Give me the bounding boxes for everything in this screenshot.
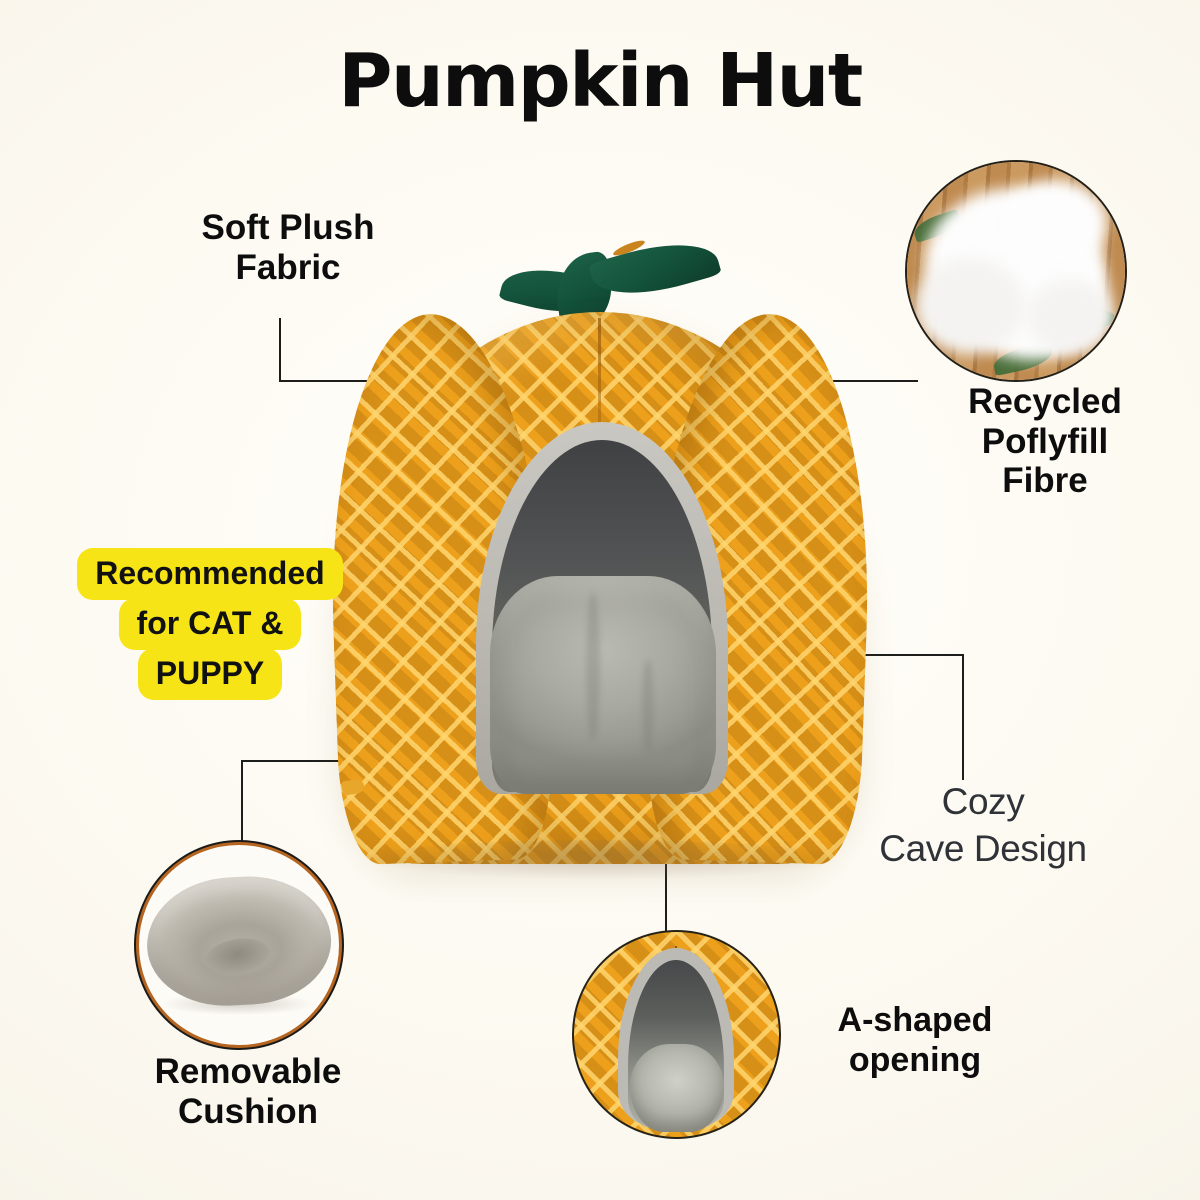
callout-label-recycled-polyfill-fibre: Recycled Poflyfill Fibre (968, 382, 1122, 501)
fibre-fluff (1003, 180, 1107, 264)
callout-label-soft-plush-fabric: Soft Plush Fabric (201, 208, 375, 287)
leader-line-cozy-horizontal (776, 654, 964, 656)
recommended-badge: Recommended for CAT & PUPPY (60, 548, 360, 700)
product-ground-shadow (362, 840, 840, 880)
page-title: Pumpkin Hut (338, 38, 863, 124)
leader-line-cushion-vertical (241, 761, 243, 847)
badge-line-3: PUPPY (137, 648, 283, 700)
cushion-inset-photo (136, 842, 342, 1048)
opening-inset-cushion (630, 1044, 724, 1132)
callout-label-a-shaped-opening: A-shaped opening (837, 1001, 993, 1080)
cushion-dimple (203, 934, 273, 978)
cushion-fold (642, 660, 654, 752)
inner-cushion (490, 576, 716, 794)
callout-label-cozy-cave-design: Cozy Cave Design (879, 781, 1087, 870)
badge-line-2: for CAT & (118, 598, 302, 650)
removable-cushion-object (143, 872, 335, 1010)
pumpkin-hut-product-image (320, 229, 880, 880)
callout-label-removable-cushion: Removable Cushion (154, 1052, 342, 1131)
fibre-fluff (1027, 280, 1113, 354)
badge-line-1: Recommended (77, 548, 343, 600)
cushion-fold (586, 592, 600, 742)
leader-line-soft-plush-vertical (279, 318, 281, 382)
fibre-inset-photo (905, 160, 1127, 382)
product-seam (598, 318, 601, 518)
fibre-fluff (915, 258, 1025, 354)
opening-inset-photo (572, 930, 781, 1139)
leader-line-cozy-vertical (962, 654, 964, 780)
